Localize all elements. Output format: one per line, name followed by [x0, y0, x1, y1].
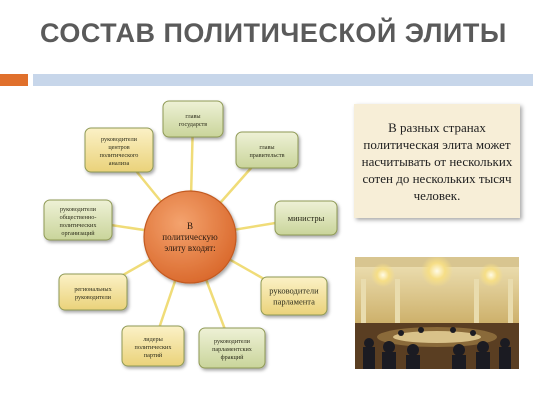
node-box [121, 325, 185, 367]
label-line: политических [135, 344, 173, 351]
center-circle [143, 190, 237, 284]
label-line: организаций [61, 230, 95, 237]
node-box [198, 327, 266, 369]
label-line: центров [108, 144, 129, 151]
label-line: главы [185, 113, 201, 120]
hall-meeting-photo [355, 257, 519, 369]
node-ministers: министры [274, 200, 338, 236]
label-line: парламентских [212, 346, 253, 353]
label-line: руководители [60, 206, 97, 213]
label-line: политических [60, 222, 98, 229]
label-line: руководители [214, 338, 251, 345]
label-line: государств [179, 121, 207, 128]
label-line: В [187, 221, 193, 231]
label-line: политического [100, 152, 139, 159]
label-line: партий [144, 352, 163, 359]
label-line: парламента [273, 297, 315, 307]
slide-title: СОСТАВ ПОЛИТИЧЕСКОЙ ЭЛИТЫ [40, 18, 507, 48]
info-text: В разных странах политическая элита може… [361, 119, 513, 203]
label-line: главы [259, 144, 275, 151]
label-line: руководители [101, 136, 138, 143]
label-line: руководители [269, 286, 319, 296]
label-line: региональных [74, 286, 112, 293]
node-box [58, 273, 128, 311]
node-box [162, 100, 224, 138]
label-line: общественно- [60, 214, 97, 221]
label-line: лидеры [143, 336, 163, 343]
node-box [235, 131, 299, 169]
label-line: министры [288, 213, 325, 223]
label-line: элиту входят: [164, 243, 215, 253]
node-label: министры [288, 213, 325, 223]
node-box [84, 127, 154, 173]
accent-band-blue [33, 74, 533, 86]
label-line: руководители [75, 294, 112, 301]
label-line: политическую [162, 232, 218, 242]
node-box [274, 200, 338, 236]
node-box [260, 276, 328, 316]
info-box: В разных странах политическая элита може… [354, 104, 520, 218]
accent-band-orange [0, 74, 28, 86]
node-box [43, 199, 113, 241]
label-line: фракций [221, 354, 244, 361]
label-line: анализа [109, 160, 130, 167]
label-line: правительств [249, 152, 284, 159]
